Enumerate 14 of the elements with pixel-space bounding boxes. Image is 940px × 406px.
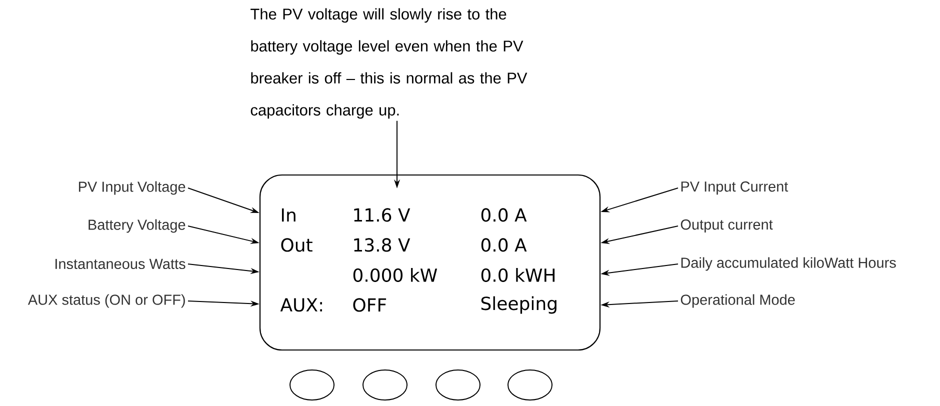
callout-label: PV Input Voltage — [78, 181, 186, 195]
callout-label: AUX status (ON or OFF) — [28, 294, 185, 308]
display-screen: In 11.6 V 0.0 A Out 13.8 V 0.0 A 0.000 kW 0.0 kWH AUX: OFF Sleeping — [259, 174, 601, 351]
callout-label: PV Input Current — [681, 181, 788, 195]
callout-label: Output current — [680, 219, 773, 233]
round-button — [436, 370, 480, 400]
callout-label: Operational Mode — [680, 294, 795, 308]
note-text: The PV voltage will slowly rise to the battery voltage level even when the PV breaker is off – this is normal as the PV capacitors charge up. — [250, 8, 528, 119]
callout-label: Daily accumulated kiloWatt Hours — [681, 257, 896, 271]
callout-label: Battery Voltage — [88, 219, 186, 233]
round-button — [362, 370, 408, 400]
round-button — [508, 370, 552, 400]
callout-label: Instantaneous Watts — [56, 258, 186, 270]
round-button — [290, 370, 334, 400]
